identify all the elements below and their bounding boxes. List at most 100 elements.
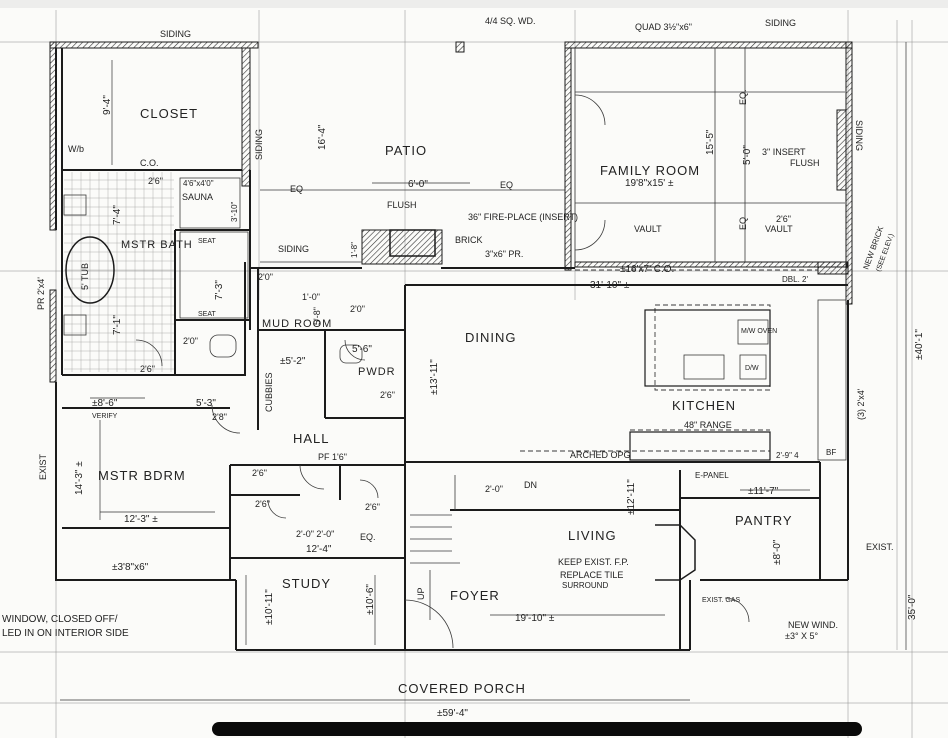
label-up: UP [416, 587, 426, 600]
dim-2-0d: 2'-0" [485, 484, 503, 494]
dim-dining-v: ±13'-11" [429, 359, 440, 395]
dim-2-8: 2'8" [212, 412, 227, 422]
shower [179, 231, 249, 319]
dashed-lines [520, 269, 818, 452]
sink [683, 354, 725, 380]
toilet [209, 334, 237, 358]
living-fireplace [655, 524, 696, 581]
dim-closets-h: 2'-0" 2'-0" [296, 529, 334, 539]
label-siding-closet: SIDING [254, 129, 264, 160]
label-siding-right: SIDING [854, 120, 864, 151]
label-vault-left: VAULT [634, 224, 662, 234]
dim-mstr-v: 14'-3" ± [74, 461, 85, 495]
label-dbl: DBL. 2' [782, 275, 808, 284]
dim-bath-h: ±8'-6" [92, 398, 118, 409]
kitchen-island [644, 309, 771, 387]
vanity-bottom [63, 314, 87, 336]
label-new-wind-size: ±3° X 5° [785, 631, 819, 641]
label-flush-right: FLUSH [790, 158, 820, 168]
dim-bath-v1: 7'-4" [112, 205, 123, 225]
dim-right-small: (3) 2'x4' [856, 388, 866, 420]
room-mstr-bdrm: MSTR BDRM [98, 468, 186, 483]
dim-foyer-h: 19'-10" ± [515, 613, 555, 624]
label-exist-left: EXIST [38, 453, 48, 480]
dishwasher [739, 354, 767, 380]
dim-patio-mid: 6'-0" [408, 179, 428, 190]
label-tub: 5' TUB [80, 263, 90, 290]
label-mw-oven: M/W OVEN [741, 328, 777, 335]
label-exist-right: EXIST. [866, 542, 894, 552]
dim-mud-v1: 5'-8" [312, 307, 322, 325]
exterior-walls [49, 41, 853, 383]
dim-mstr-h: 12'-3" ± [124, 514, 158, 525]
label-arched-opg: ARCHED OPG [570, 450, 631, 460]
label-siding-top-right: SIDING [765, 18, 796, 28]
dim-mud-h: ±5'-2" [280, 356, 306, 367]
label-insert: 3" INSERT [762, 147, 806, 157]
dim-living-v: ±12'-11" [626, 479, 637, 515]
label-pr-left: PR 2'x4' [36, 277, 46, 310]
pwdr-toilet [339, 344, 363, 364]
dim-right-v: ±40'-1" [914, 329, 925, 360]
label-pr: 3"x6" PR. [485, 249, 523, 259]
dim-2-6e: 2'6" [255, 499, 270, 509]
label-e-panel: E-PANEL [695, 471, 729, 480]
dim-patio-v: 16'-4" [317, 124, 328, 150]
dim-2-0c: 2'0" [350, 304, 365, 314]
dim-2-6d: 2'6" [252, 468, 267, 478]
vault-lines [260, 48, 845, 263]
dim-family-v1: 15'-5" [705, 129, 716, 155]
dim-sauna-v: 3'-10" [230, 201, 239, 222]
dim-family-room-size: 19'8"x15' ± [625, 178, 674, 189]
dim-pwdr-h: 5'-6" [352, 344, 372, 355]
horizontal-scrollbar[interactable] [212, 722, 862, 736]
room-living: LIVING [568, 528, 617, 543]
dim-co: ±16'x7' C.O. [620, 264, 674, 275]
dim-2-6g: 2'6" [776, 214, 791, 224]
room-dining: DINING [465, 330, 517, 345]
dim-overall-bottom: ±59'-4" [437, 708, 468, 719]
label-flush: FLUSH [387, 200, 417, 210]
room-patio: PATIO [385, 143, 427, 158]
bath-tile-floor [64, 172, 174, 372]
dim-range-small: 2'-9" 4 [776, 451, 799, 460]
counter-right [817, 299, 847, 461]
door-swings [135, 94, 750, 649]
label-verify: VERIFY [92, 413, 118, 420]
dim-right-v2: 35'-0" [907, 594, 918, 620]
dim-2-6c: 2'6" [380, 390, 395, 400]
room-mud-room: MUD ROOM [262, 318, 332, 330]
room-pantry: PANTRY [735, 513, 793, 528]
dim-2-6a: 2'6" [148, 176, 163, 186]
dim-shower-v: 7'-3" [214, 280, 225, 300]
dim-study-v1: ±10'-11" [264, 589, 275, 625]
dim-2-6b: 2'6" [140, 364, 155, 374]
room-pwdr: PWDR [358, 366, 396, 378]
label-surround: SURROUND [562, 581, 608, 590]
room-study: STUDY [282, 576, 331, 591]
label-eq-4: EQ [738, 217, 748, 230]
dim-2-6f: 2'6" [365, 502, 380, 512]
label-keep-fp: KEEP EXIST. F.P. [558, 557, 629, 567]
label-window-note-1: WINDOW, CLOSED OFF/ [2, 614, 118, 625]
dim-bath-v2: 7'-1" [112, 315, 123, 335]
label-new-wind: NEW WIND. [788, 620, 838, 630]
label-eq-5: EQ. [360, 532, 376, 542]
dim-study-v2: ±10'-6" [365, 584, 376, 615]
label-eq-1: EQ [290, 184, 303, 194]
dim-closet-v: 9'-4" [102, 95, 113, 115]
sauna-box [179, 177, 241, 229]
dim-family-v2: 5'-0" [742, 145, 753, 165]
dim-2-0a: 2'0" [183, 336, 198, 346]
label-bf: BF [826, 448, 836, 457]
label-dw: D/W [745, 365, 759, 372]
label-co: C.O. [140, 158, 159, 168]
label-range: 48" RANGE [684, 420, 732, 430]
label-replace-tile: REPLACE TILE [560, 570, 623, 580]
label-fireplace: 36" FIRE-PLACE (INSERT) [468, 212, 578, 222]
top-strip [0, 0, 948, 8]
bathtub [65, 236, 115, 304]
dim-study-top-h: 12'-4" [306, 544, 332, 555]
label-cubbies: CUBBIES [264, 372, 274, 412]
label-siding-patio: SIDING [278, 244, 309, 254]
